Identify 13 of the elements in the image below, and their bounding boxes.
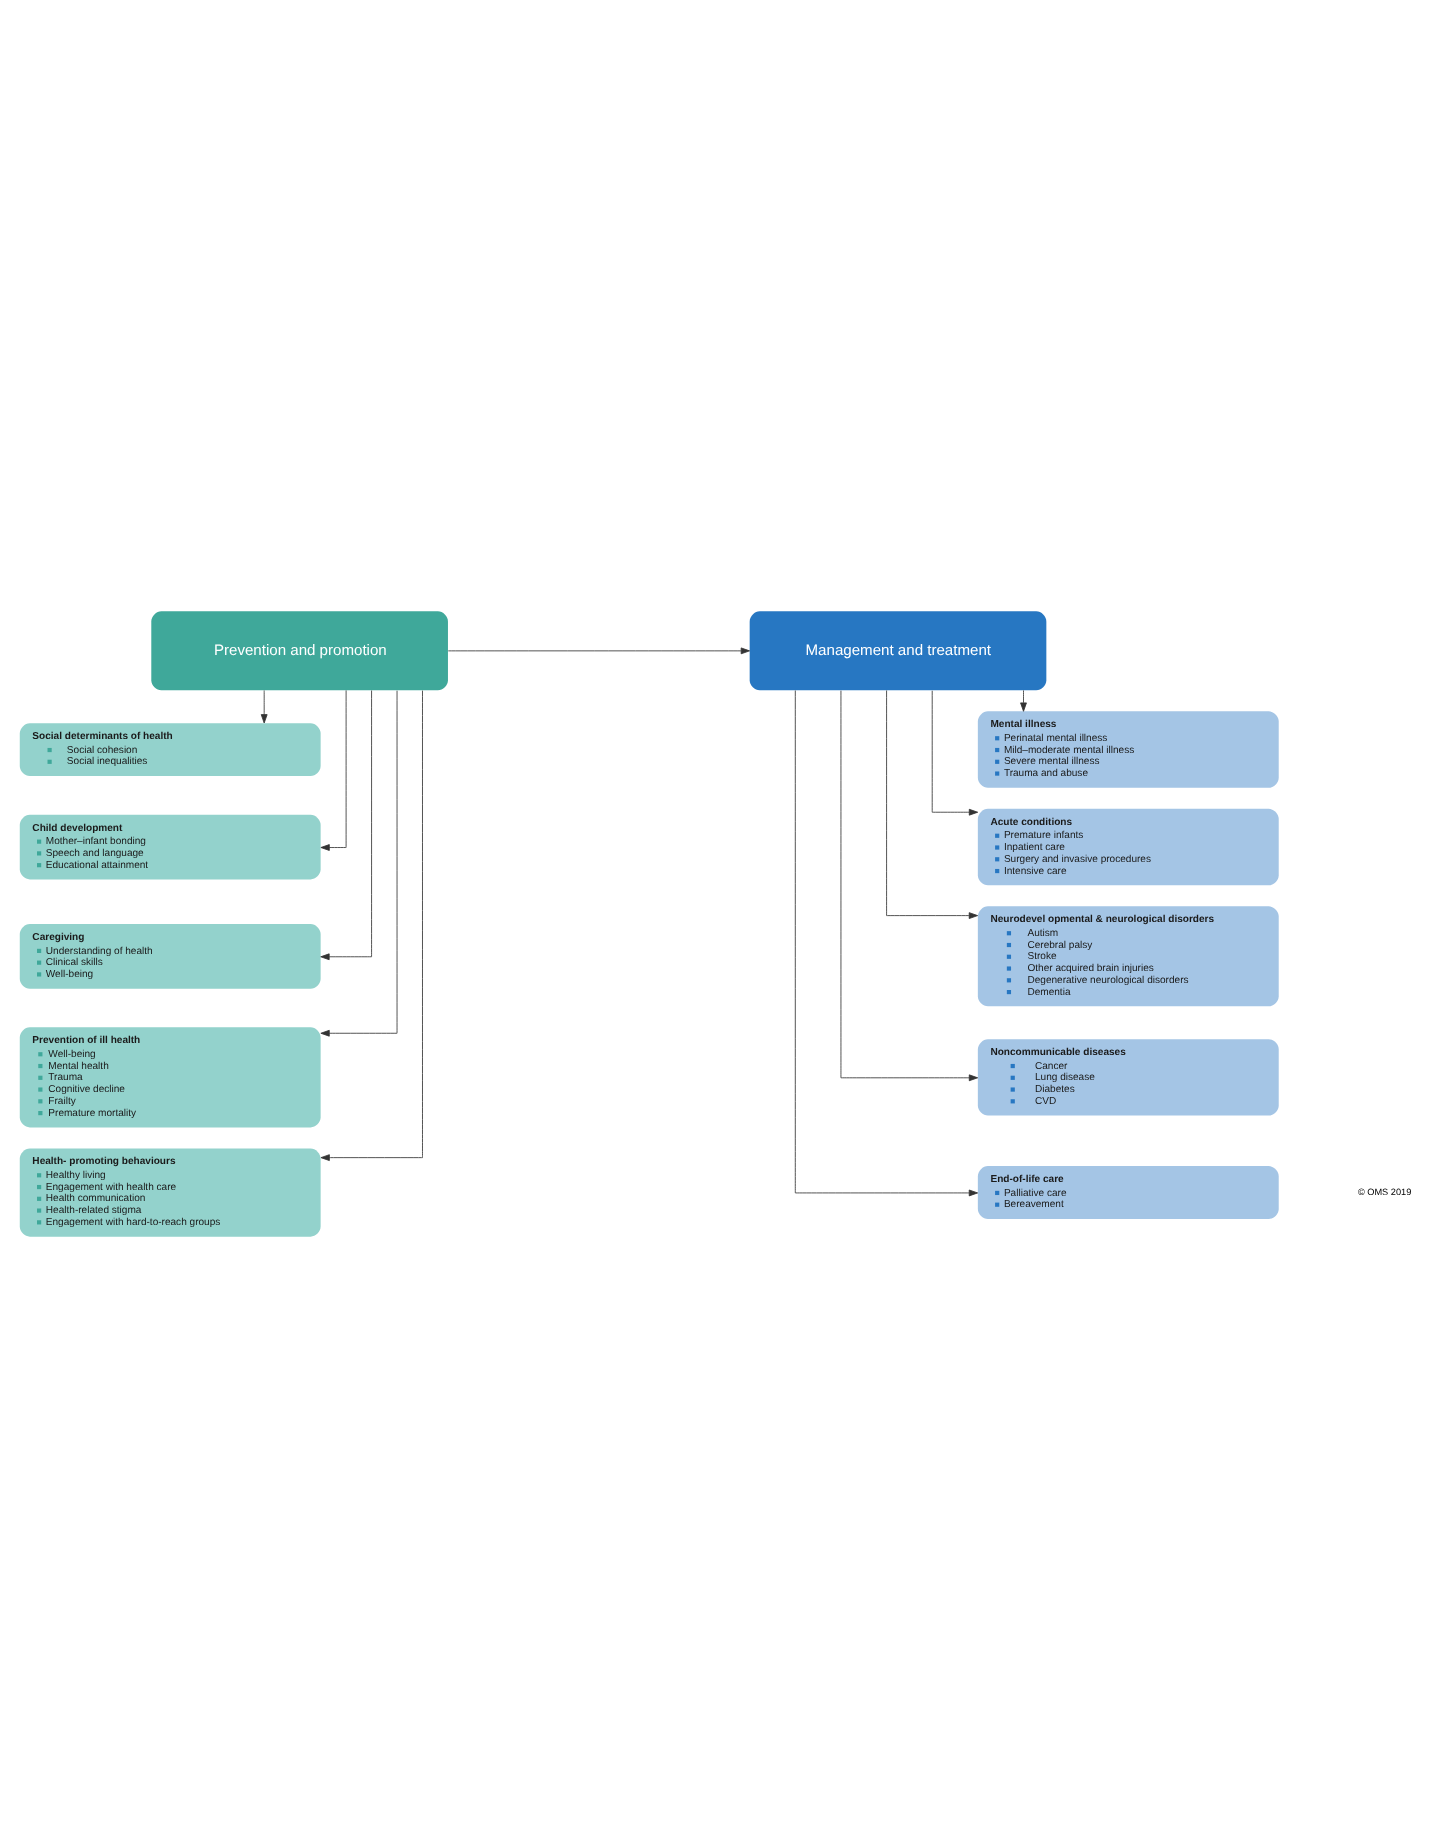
arrow: [447, 647, 750, 655]
arrow: [260, 690, 268, 724]
arrow: [1020, 690, 1027, 712]
arrow: [840, 690, 979, 1082]
node-box: Prevention and promotion: [151, 611, 448, 691]
arrow: [320, 690, 372, 961]
arrow: [886, 690, 979, 919]
arrow: [320, 690, 347, 851]
arrow: [320, 690, 423, 1161]
arrow: [931, 690, 979, 816]
arrow: [320, 690, 398, 1037]
arrow: [794, 690, 979, 1197]
node-box: Management and treatment: [749, 611, 1047, 691]
